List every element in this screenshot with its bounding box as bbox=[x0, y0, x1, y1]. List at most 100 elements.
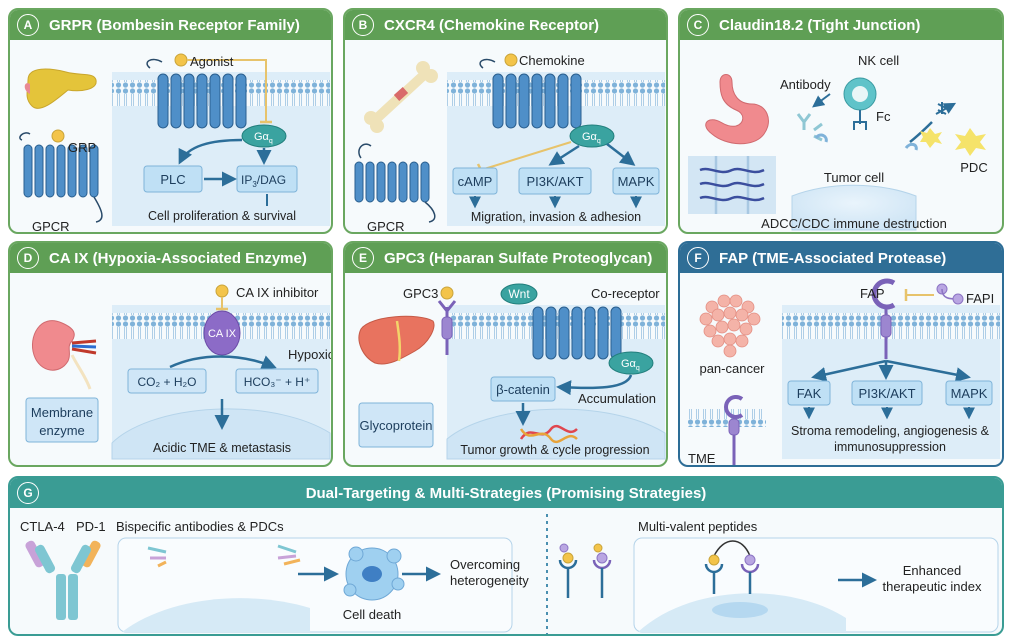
enhanced-label-line1: Enhanced bbox=[903, 563, 962, 578]
nk-cell-icon bbox=[843, 77, 877, 130]
camp-label: cAMP bbox=[458, 174, 493, 189]
pi3k-akt-box bbox=[518, 167, 592, 195]
payload-burst bbox=[955, 128, 986, 156]
fapi-label: FAPI bbox=[966, 291, 994, 306]
stomach-icon bbox=[705, 74, 769, 145]
gpcr-receptor-small bbox=[19, 129, 103, 223]
panel-letter: B bbox=[352, 14, 374, 36]
product-label: HCO₃⁻ + H⁺ bbox=[244, 375, 311, 389]
cell-nucleus bbox=[712, 602, 768, 618]
membrane-enzyme-box bbox=[25, 397, 99, 443]
panel-dual-targeting: G Dual-Targeting & Multi-Strategies (Prom… bbox=[8, 476, 1004, 636]
membrane-enzyme-label-line2: enzyme bbox=[39, 423, 85, 438]
bcatenin-box bbox=[490, 376, 556, 402]
pan-cancer-label: pan-cancer bbox=[699, 361, 765, 376]
enhanced-label-line2: therapeutic index bbox=[882, 579, 982, 594]
tumor-cell-label: Tumor cell bbox=[824, 170, 884, 185]
product-box bbox=[235, 368, 319, 394]
agonist-line bbox=[187, 59, 267, 122]
panel-letter: C bbox=[687, 14, 709, 36]
panel-letter: G bbox=[17, 482, 39, 504]
multivalent-label: Multi-valent peptides bbox=[638, 519, 758, 534]
gpcr-receptor-large bbox=[146, 53, 247, 129]
dna-icon bbox=[519, 424, 578, 444]
outcome-label: ADCC/CDC immune destruction bbox=[761, 216, 947, 231]
camp-inhibition-line bbox=[480, 141, 572, 171]
panel-header: A GRPR (Bombesin Receptor Family) bbox=[10, 10, 331, 40]
fc-label: Fc bbox=[876, 109, 891, 124]
arrow-to-pdc bbox=[935, 102, 957, 115]
wnt-label: Wnt bbox=[508, 287, 530, 301]
panel-title: CA IX (Hypoxia-Associated Enzyme) bbox=[49, 249, 307, 267]
fapi-molecule bbox=[952, 293, 964, 305]
pd1-label: PD-1 bbox=[76, 519, 106, 534]
claudin-target bbox=[814, 133, 828, 143]
pdc-linker bbox=[909, 121, 933, 143]
claudin-strands bbox=[699, 156, 765, 214]
galpha-q-protein bbox=[608, 351, 654, 375]
panel-letter: D bbox=[17, 247, 39, 269]
pi3k-akt-box bbox=[851, 380, 923, 406]
payload-burst-small bbox=[920, 128, 942, 148]
frizzled-receptor bbox=[532, 306, 622, 360]
pi3k-akt-label: PI3K/AKT bbox=[526, 174, 583, 189]
cell-surface bbox=[122, 598, 310, 632]
glycoprotein-label: Glycoprotein bbox=[360, 418, 433, 433]
overcoming-label-line2: heterogeneity bbox=[450, 573, 529, 588]
multivalent-binding-icon bbox=[704, 540, 760, 594]
arrow-to-plc bbox=[178, 138, 243, 165]
tme-membrane bbox=[688, 409, 766, 427]
pdc-target bbox=[904, 142, 918, 151]
arrow-to-mapk bbox=[885, 359, 971, 383]
plc-label: PLC bbox=[160, 172, 185, 187]
tme-label: TME bbox=[688, 451, 716, 466]
dual-targeting-diagram: CTLA-4 PD-1 Bispecific antibodies & PDCs… bbox=[20, 514, 999, 634]
gpcr-label: GPCR bbox=[32, 219, 70, 234]
panel-caix: D CA IX (Hypoxia-Associated Enzyme) Membr… bbox=[8, 241, 333, 467]
liver-icon bbox=[358, 315, 435, 365]
membrane-enzyme-label-line1: Membrane bbox=[31, 405, 93, 420]
cell-membrane bbox=[112, 80, 330, 106]
pdc-label: PDC bbox=[960, 160, 987, 175]
kidney-icon bbox=[32, 320, 97, 390]
mapk-label: MAPK bbox=[618, 174, 655, 189]
pi3k-akt-label: PI3K/AKT bbox=[858, 386, 915, 401]
reactant-label: CO₂ + H₂O bbox=[138, 375, 197, 389]
ctla4-label: CTLA-4 bbox=[20, 519, 65, 534]
gpc3-label: GPC3 bbox=[403, 286, 438, 301]
bispecific-label: Bispecific antibodies & PDCs bbox=[116, 519, 284, 534]
mapk-box bbox=[612, 167, 660, 195]
galpha-label: Gαq bbox=[582, 131, 601, 145]
galpha-q-protein bbox=[569, 124, 615, 148]
galpha-label: Gαq bbox=[621, 358, 640, 372]
panel-title: GRPR (Bombesin Receptor Family) bbox=[49, 16, 300, 34]
ip3-dag-box bbox=[236, 165, 298, 193]
panel-title: FAP (TME-Associated Protease) bbox=[719, 249, 947, 267]
caix-inhibitor-label: CA IX inhibitor bbox=[236, 285, 319, 300]
panel-title: Dual-Targeting & Multi-Strategies (Promi… bbox=[305, 484, 707, 502]
fap-label: FAP bbox=[860, 286, 885, 301]
pancreas-icon bbox=[24, 68, 97, 109]
fak-label: FAK bbox=[797, 386, 822, 401]
panel-letter: E bbox=[352, 247, 374, 269]
reaction-arrow bbox=[169, 355, 277, 370]
arrow-to-bcatenin bbox=[556, 374, 633, 396]
bcatenin-label: β-catenin bbox=[496, 382, 550, 397]
gpcr-receptor-small bbox=[354, 143, 436, 223]
outcome-label: Cell proliferation & survival bbox=[148, 209, 296, 223]
antibody-label: Antibody bbox=[780, 77, 831, 92]
glycoprotein-box bbox=[358, 402, 434, 448]
panel-letter: A bbox=[17, 14, 39, 36]
grpr-diagram: GRP GPCR Agonist Gαq PLC IP3/DAG Cell pr… bbox=[19, 53, 330, 234]
galpha-label: Gαq bbox=[254, 131, 273, 145]
dying-cell-icon bbox=[343, 546, 405, 601]
gpcr-receptor-large bbox=[479, 53, 582, 129]
mapk-box bbox=[945, 380, 993, 406]
tumor-cell bbox=[791, 184, 917, 231]
mapk-label: MAPK bbox=[951, 386, 988, 401]
